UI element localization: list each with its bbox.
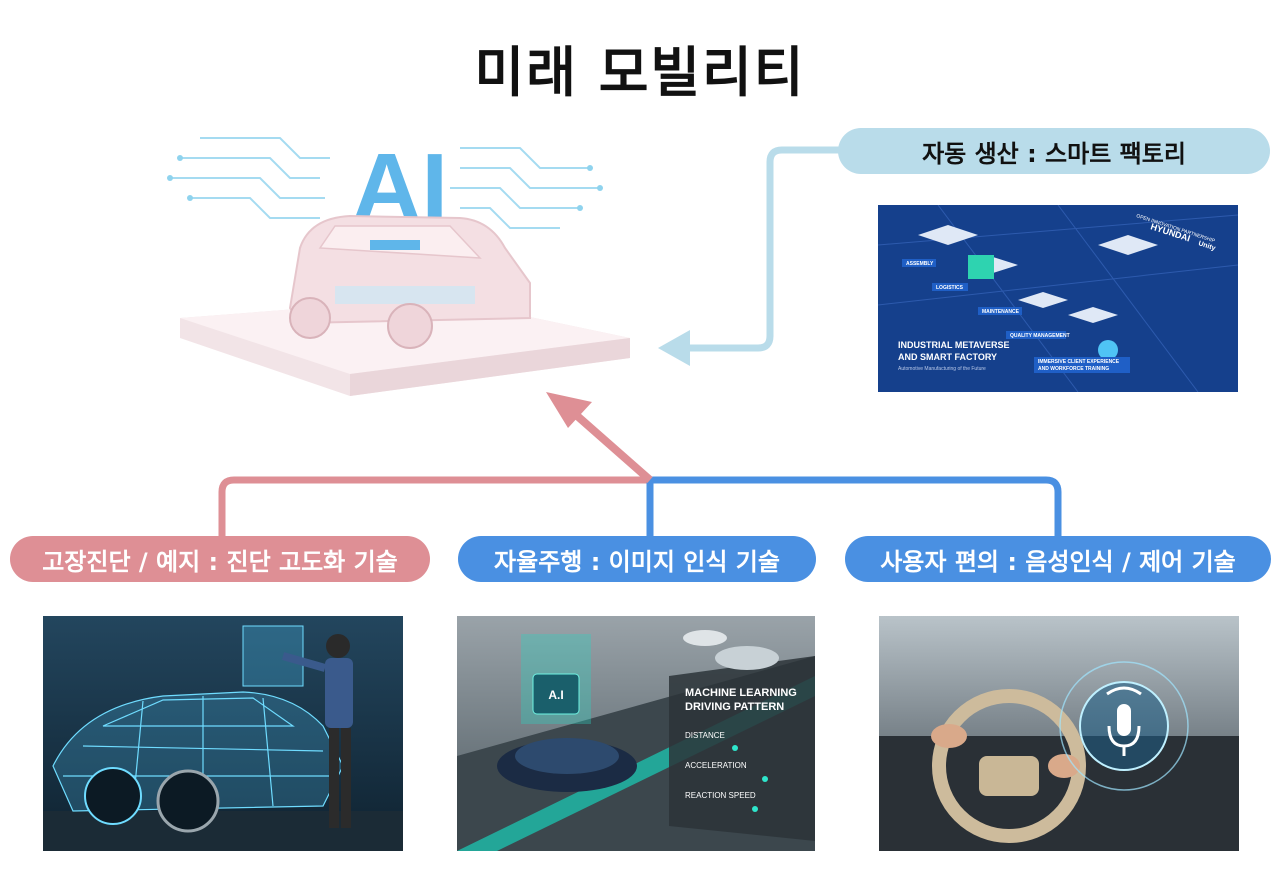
voice-assistant-dashboard-photo-icon bbox=[879, 616, 1239, 851]
factory-subheading: Automotive Manufacturing of the Future bbox=[898, 366, 986, 372]
red-arrowhead bbox=[546, 392, 592, 428]
factory-tag-immersive: IMMERSIVE CLIENT EXPERIENCE bbox=[1038, 359, 1120, 365]
autonomous-driving-label: 자율주행 : 이미지 인식 기술 bbox=[458, 536, 816, 582]
ai-car-illustration: AI bbox=[160, 118, 640, 400]
factory-arrowhead bbox=[658, 330, 690, 366]
ai-car-platform-illustration-icon: AI bbox=[167, 134, 630, 396]
diagnosis-label: 고장진단 / 예지 : 진단 고도화 기술 bbox=[10, 536, 430, 582]
factory-connector bbox=[690, 146, 840, 352]
factory-tag-assembly: ASSEMBLY bbox=[906, 261, 934, 267]
factory-tag-quality: QUALITY MANAGEMENT bbox=[1010, 333, 1070, 339]
factory-tag-maintenance: MAINTENANCE bbox=[982, 309, 1020, 315]
voice-control-label: 사용자 편의 : 음성인식 / 제어 기술 bbox=[845, 536, 1271, 582]
ai-chip-text: A.I bbox=[548, 688, 563, 702]
diagnosis-image bbox=[43, 616, 403, 851]
metric-reaction-speed: REACTION SPEED bbox=[685, 791, 756, 800]
page-title: 미래 모빌리티 bbox=[474, 41, 806, 104]
metric-acceleration: ACCELERATION bbox=[685, 761, 747, 770]
factory-tag-workforce: AND WORKFORCE TRAINING bbox=[1038, 366, 1109, 372]
metric-distance: DISTANCE bbox=[685, 731, 725, 740]
factory-tag-logistics: LOGISTICS bbox=[936, 285, 964, 291]
smart-factory-label: 자동 생산 : 스마트 팩토리 bbox=[838, 128, 1270, 174]
voice-connector bbox=[650, 476, 1062, 536]
autonomous-driving-image: A.I MACHINE LEARNING DRIVING PATTERN DIS… bbox=[457, 616, 815, 851]
diagnosis-connector bbox=[218, 476, 650, 536]
ml-heading-1: MACHINE LEARNING bbox=[685, 687, 797, 699]
wireframe-car-engineer-photo-icon bbox=[43, 616, 403, 851]
ml-heading-2: DRIVING PATTERN bbox=[685, 701, 784, 713]
red-arrow bbox=[572, 410, 653, 484]
factory-heading-1: INDUSTRIAL METAVERSE bbox=[898, 340, 1010, 350]
factory-heading-2: AND SMART FACTORY bbox=[898, 352, 997, 362]
voice-assistant-image bbox=[879, 616, 1239, 851]
smart-factory-image: ASSEMBLY LOGISTICS MAINTENANCE QUALITY M… bbox=[878, 205, 1238, 392]
